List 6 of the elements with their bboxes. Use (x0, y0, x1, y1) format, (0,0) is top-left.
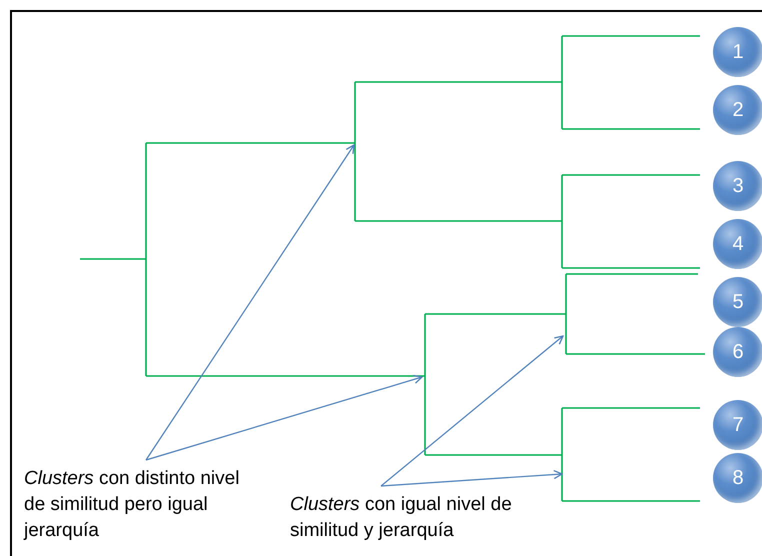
annotation-text: Clusters con igual nivel de similitud y jerarquía (290, 493, 513, 543)
annotation-text: Clusters con distinto nivel de similitud pero igual jerarquía (24, 467, 240, 543)
leader-arrow (146, 374, 423, 461)
leader-arrow (380, 470, 563, 487)
leader-arrow (146, 144, 355, 460)
leader-arrow (380, 335, 564, 486)
